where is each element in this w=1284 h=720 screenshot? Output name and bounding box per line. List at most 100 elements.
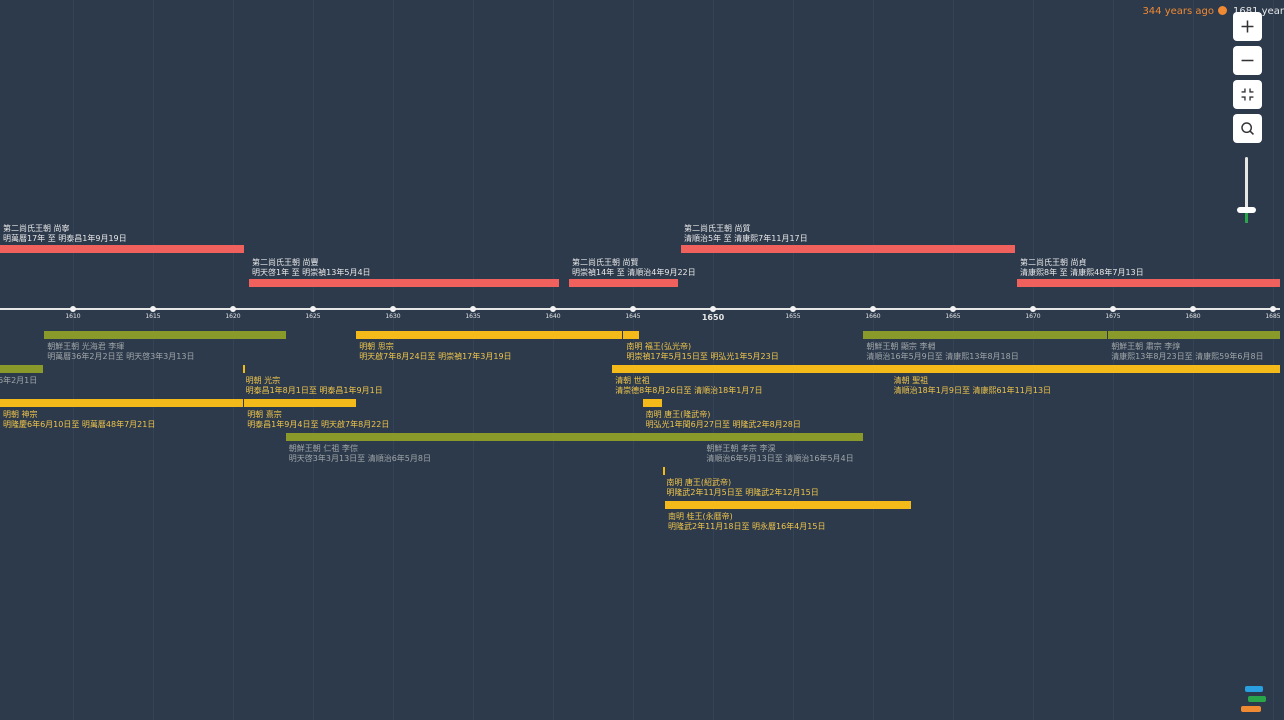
event-bar[interactable] (244, 399, 357, 407)
event-label[interactable]: 6年2月1日 (0, 376, 37, 386)
event-name: 朝鮮王朝 孝宗 李淏 (706, 444, 776, 453)
event-name: 明朝 神宗 (3, 410, 38, 419)
event-name: 明朝 熹宗 (247, 410, 282, 419)
event-name: 朝鮮王朝 顯宗 李棩 (866, 342, 936, 351)
event-label[interactable]: 第二尚氏王朝 尚貞清康熙8年 至 清康熙48年7月13日 (1020, 258, 1144, 277)
event-label[interactable]: 第二尚氏王朝 尚賢明崇禎14年 至 清順治4年9月22日 (572, 258, 696, 277)
gridline (393, 0, 394, 720)
event-bar[interactable] (0, 365, 43, 373)
event-bar[interactable] (356, 331, 622, 339)
gridline (73, 0, 74, 720)
tick-dot (1270, 306, 1276, 312)
event-bar[interactable] (44, 331, 286, 339)
zoom-in-button[interactable] (1233, 12, 1262, 41)
tick-label: 1640 (545, 313, 561, 320)
gridline (233, 0, 234, 720)
event-bar[interactable] (1017, 279, 1280, 287)
tick-label: 1635 (465, 313, 481, 320)
event-label[interactable]: 朝鮮王朝 仁祖 李倧明天啓3年3月13日至 清順治6年5月8日 (289, 444, 431, 463)
event-name: 清朝 世祖 (615, 376, 650, 385)
tick-dot (390, 306, 396, 312)
gridline (713, 0, 714, 720)
event-name: 第二尚氏王朝 尚賢 (572, 258, 639, 267)
event-date-range: 清順治5年 至 清康熙7年11月17日 (684, 233, 808, 243)
tick-label: 1645 (625, 313, 641, 320)
tick-dot (710, 306, 716, 312)
event-label[interactable]: 朝鮮王朝 肅宗 李焞清康熙13年8月23日至 清康熙59年6月8日 (1111, 342, 1263, 361)
zoom-out-button[interactable] (1233, 46, 1262, 75)
event-label[interactable]: 第二尚氏王朝 尚豐明天啓1年 至 明崇禎13年5月4日 (252, 258, 371, 277)
event-bar[interactable] (890, 365, 1280, 373)
tick-dot (1030, 306, 1036, 312)
event-label[interactable]: 清朝 世祖清崇德8年8月26日至 清順治18年1月7日 (615, 376, 762, 395)
event-bar[interactable] (0, 399, 243, 407)
event-label[interactable]: 朝鮮王朝 顯宗 李棩清順治16年5月9日至 清康熙13年8月18日 (866, 342, 1018, 361)
gridline (1273, 0, 1274, 720)
event-label[interactable]: 南明 桂王(永曆帝)明隆武2年11月18日至 明永曆16年4月15日 (668, 512, 825, 531)
gridline (1113, 0, 1114, 720)
tick-label: 1675 (1105, 313, 1121, 320)
event-bar[interactable] (863, 331, 1107, 339)
event-bar[interactable] (665, 501, 912, 509)
event-bar[interactable] (285, 433, 704, 441)
event-label[interactable]: 朝鮮王朝 光海君 李琿明萬曆36年2月2日至 明天啓3年3月13日 (47, 342, 194, 361)
event-label[interactable]: 南明 唐王(紹武帝)明隆武2年11月5日至 明隆武2年12月15日 (666, 478, 818, 497)
event-date-range: 明崇禎17年5月15日至 明弘光1年5月23日 (626, 351, 779, 361)
event-bar[interactable] (681, 245, 1016, 253)
gridline (953, 0, 954, 720)
event-bar[interactable] (1108, 331, 1280, 339)
tick-label: 1620 (225, 313, 241, 320)
event-name: 朝鮮王朝 仁祖 李倧 (288, 444, 358, 453)
years-ago-label: 344 years ago (1142, 6, 1214, 17)
tick-dot (1190, 306, 1196, 312)
event-label[interactable]: 第二尚氏王朝 尚寧明萬曆17年 至 明泰昌1年9月19日 (3, 224, 127, 243)
fit-view-button[interactable] (1233, 80, 1262, 109)
event-label[interactable]: 清朝 聖祖清順治18年1月9日至 清康熙61年11月13日 (894, 376, 1051, 395)
event-bar[interactable] (642, 399, 662, 407)
event-bar[interactable] (249, 279, 560, 287)
event-label[interactable]: 朝鮮王朝 孝宗 李淏清順治6年5月13日至 清順治16年5月4日 (706, 444, 853, 463)
zoom-slider[interactable] (1245, 157, 1248, 223)
event-date-range: 清康熙13年8月23日至 清康熙59年6月8日 (1111, 351, 1264, 361)
event-name: 明朝 光宗 (245, 376, 281, 385)
tick-label-major: 1650 (701, 313, 725, 322)
tick-label: 1680 (1185, 313, 1201, 320)
event-date-range: 清康熙8年 至 清康熙48年7月13日 (1020, 267, 1144, 277)
event-date-range: 明隆武2年11月18日至 明永曆16年4月15日 (668, 521, 826, 531)
event-date-range: 明天啓1年 至 明崇禎13年5月4日 (252, 267, 371, 277)
event-label[interactable]: 第二尚氏王朝 尚質清順治5年 至 清康熙7年11月17日 (684, 224, 808, 243)
legend-chip-orange[interactable] (1241, 706, 1261, 712)
tick-dot (310, 306, 316, 312)
tick-dot (150, 306, 156, 312)
event-name: 第二尚氏王朝 尚質 (684, 224, 751, 233)
legend-chip-green[interactable] (1248, 696, 1266, 702)
tick-dot (1110, 306, 1116, 312)
event-label[interactable]: 明朝 思宗明天啟7年8月24日至 明崇禎17年3月19日 (359, 342, 511, 361)
event-label[interactable]: 明朝 神宗明隆慶6年6月10日至 明萬曆48年7月21日 (3, 410, 155, 429)
event-label[interactable]: 南明 福王(弘光帝)明崇禎17年5月15日至 明弘光1年5月23日 (626, 342, 778, 361)
event-name: 南明 桂王(永曆帝) (668, 512, 733, 521)
zoom-slider-handle[interactable] (1237, 207, 1256, 213)
event-name: 第二尚氏王朝 尚貞 (1020, 258, 1087, 267)
event-bar[interactable] (0, 245, 245, 253)
gridline (633, 0, 634, 720)
event-bar[interactable] (703, 433, 864, 441)
event-bar[interactable] (569, 279, 678, 287)
event-bar[interactable] (663, 467, 666, 475)
minus-icon (1241, 59, 1254, 62)
tick-dot (470, 306, 476, 312)
search-button[interactable] (1233, 114, 1262, 143)
event-label[interactable]: 明朝 光宗明泰昌1年8月1日至 明泰昌1年9月1日 (246, 376, 383, 395)
event-bar[interactable] (623, 331, 640, 339)
tick-label: 1665 (945, 313, 961, 320)
legend-chip-blue[interactable] (1245, 686, 1263, 692)
event-label[interactable]: 南明 唐王(隆武帝)明弘光1年閏6月27日至 明隆武2年8月28日 (646, 410, 801, 429)
event-bar[interactable] (242, 365, 245, 373)
gridline (153, 0, 154, 720)
event-label[interactable]: 明朝 熹宗明泰昌1年9月4日至 明天啟7年8月22日 (247, 410, 389, 429)
event-bar[interactable] (612, 365, 891, 373)
event-date-range: 明弘光1年閏6月27日至 明隆武2年8月28日 (645, 419, 801, 429)
event-name: 南明 福王(弘光帝) (626, 342, 692, 351)
tick-dot (70, 306, 76, 312)
gridline (553, 0, 554, 720)
